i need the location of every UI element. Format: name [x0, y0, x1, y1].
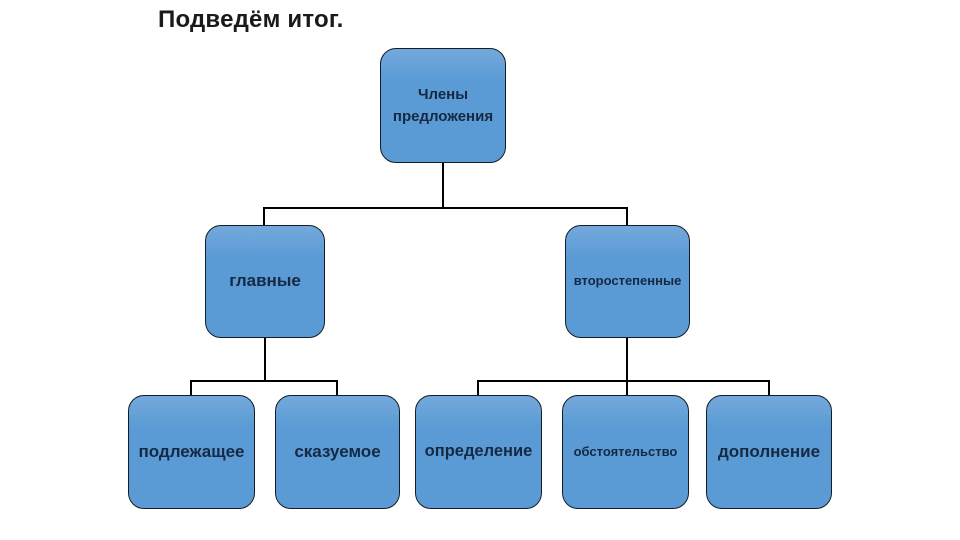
- node-object-label: дополнение: [717, 441, 821, 461]
- node-main-members: главные: [205, 225, 325, 338]
- connector-secondary-stem: [626, 338, 628, 396]
- node-adverbial: обстоятельство: [562, 395, 689, 509]
- node-subject: подлежащее: [128, 395, 255, 509]
- connector-main-horizontal: [190, 380, 338, 382]
- node-attribute-label: определение: [424, 442, 533, 461]
- connector-drop-object: [768, 380, 770, 396]
- connector-root-stem: [442, 163, 444, 208]
- connector-drop-attribute: [477, 380, 479, 396]
- node-secondary-members-label: второстепенные: [573, 273, 682, 289]
- node-secondary-members: второстепенные: [565, 225, 690, 338]
- node-main-members-label: главные: [229, 271, 301, 291]
- connector-drop-subject: [190, 380, 192, 396]
- node-attribute: определение: [415, 395, 542, 509]
- connector-drop-predicate: [336, 380, 338, 396]
- connector-secondary-horizontal: [477, 380, 770, 382]
- connector-drop-secondary: [626, 207, 628, 226]
- connector-main-stem: [264, 338, 266, 381]
- connector-level2-horizontal: [263, 207, 628, 209]
- node-predicate-label: сказуемое: [294, 441, 381, 461]
- node-predicate: сказуемое: [275, 395, 400, 509]
- connector-drop-main: [263, 207, 265, 226]
- slide-title: Подведём итог.: [158, 6, 344, 33]
- node-sentence-members-label: Члены предложения: [392, 85, 494, 125]
- node-sentence-members: Члены предложения: [380, 48, 506, 163]
- node-adverbial-label: обстоятельство: [573, 443, 678, 459]
- node-subject-label: подлежащее: [138, 441, 245, 461]
- node-object: дополнение: [706, 395, 832, 509]
